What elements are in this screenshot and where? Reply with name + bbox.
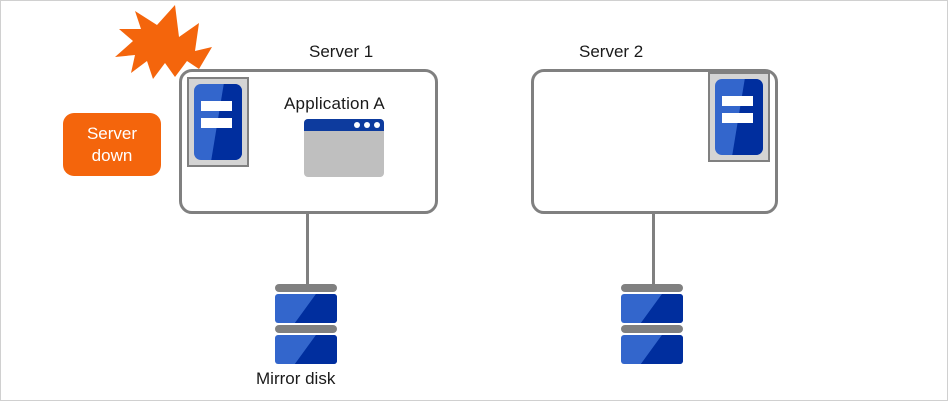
disk-platter-2 xyxy=(621,335,683,364)
window-dot-2 xyxy=(364,122,370,128)
disk-cap-2 xyxy=(275,325,337,333)
application-a-label: Application A xyxy=(284,94,385,113)
server-tower-body xyxy=(715,79,763,155)
disk-stack-icon xyxy=(621,284,683,364)
server-down-line2: down xyxy=(91,145,133,165)
disk-stack-icon xyxy=(275,284,337,364)
server-tower-body xyxy=(194,84,242,160)
server-tower-bar-1 xyxy=(200,101,233,112)
disk-platter-1 xyxy=(275,294,337,323)
server-tower-bar-2 xyxy=(200,118,233,129)
server-tower-icon xyxy=(187,77,249,167)
connector-server-1-to-disk xyxy=(306,213,309,287)
mirror-disk-label: Mirror disk xyxy=(256,369,336,388)
disk-cap-2 xyxy=(621,325,683,333)
window-dot-1 xyxy=(354,122,360,128)
server-down-badge: Server down xyxy=(63,113,161,176)
server-tower-bar-2 xyxy=(721,113,754,124)
disk-platter-1 xyxy=(621,294,683,323)
disk-platter-2 xyxy=(275,335,337,364)
application-window-titlebar xyxy=(304,119,384,131)
server-2-label: Server 2 xyxy=(579,42,644,61)
disk-cap-1 xyxy=(621,284,683,292)
application-window-icon xyxy=(304,119,384,177)
connector-server-2-to-disk xyxy=(652,213,655,287)
explosion-burst-icon xyxy=(113,3,213,131)
disk-cap-1 xyxy=(275,284,337,292)
server-1-label: Server 1 xyxy=(309,42,374,61)
server-tower-icon xyxy=(708,72,770,162)
server-down-line1: Server xyxy=(86,123,138,143)
server-tower-bar-1 xyxy=(721,96,754,107)
window-dot-3 xyxy=(374,122,380,128)
